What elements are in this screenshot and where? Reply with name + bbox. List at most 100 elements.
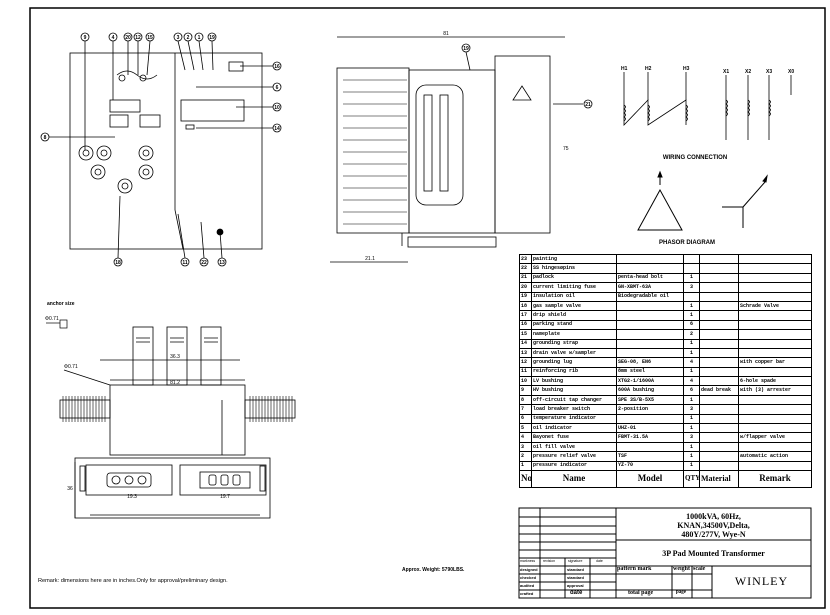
bom-cell-no: 6 bbox=[519, 413, 532, 425]
bom-cell-model bbox=[616, 338, 684, 349]
bom-cell-material bbox=[699, 394, 739, 406]
bom-cell-model: UHZ-01 bbox=[616, 423, 684, 434]
bom-cell-no: 5 bbox=[519, 423, 532, 434]
lv-terminal-x2: X2 bbox=[745, 69, 751, 75]
bom-cell-qty bbox=[683, 263, 700, 274]
balloon-20: 20 bbox=[125, 35, 131, 41]
balloon-1: 1 bbox=[198, 35, 201, 41]
role-crafted: crafted bbox=[520, 591, 534, 596]
bom-cell-remark bbox=[738, 404, 812, 415]
bom-cell-qty: 1 bbox=[683, 366, 700, 378]
bom-cell-model bbox=[616, 253, 684, 265]
bom-cell-material bbox=[699, 460, 739, 472]
bom-cell-remark bbox=[738, 338, 812, 349]
bom-cell-qty: 2 bbox=[683, 329, 700, 340]
bom-cell-name: painting bbox=[531, 253, 617, 265]
bom-cell-name: pressure indicator bbox=[531, 460, 617, 472]
bom-cell-material bbox=[699, 347, 739, 359]
bom-cell-name: SS hingesøpins bbox=[531, 263, 617, 274]
bom-cell-no: 2 bbox=[519, 451, 532, 462]
bom-cell-no: 8 bbox=[519, 394, 532, 406]
bom-cell-no: 13 bbox=[519, 347, 532, 359]
bom-cell-name: temperature indicator bbox=[531, 413, 617, 425]
bom-cell-material bbox=[699, 376, 739, 387]
bom-cell-material bbox=[699, 329, 739, 340]
bom-cell-model: GN-XBMT-63A bbox=[616, 282, 684, 293]
bom-cell-remark bbox=[738, 366, 812, 378]
wiring-connection bbox=[623, 72, 792, 140]
bom-header-no: No. bbox=[519, 469, 532, 488]
bom-cell-model bbox=[616, 319, 684, 331]
balloon-2: 2 bbox=[187, 35, 190, 41]
scale-label: scale bbox=[693, 566, 706, 572]
bom-cell-no: 21 bbox=[519, 272, 532, 284]
bom-cell-name: drip shield bbox=[531, 310, 617, 321]
bom-cell-qty: 1 bbox=[683, 441, 700, 453]
bom-cell-material bbox=[699, 413, 739, 425]
bom-cell-no: 15 bbox=[519, 329, 532, 340]
wiring-connection-label: WIRING CONNECTION bbox=[663, 155, 727, 161]
bom-cell-model: SEG-08, EN6 bbox=[616, 357, 684, 368]
balloon-19-side: 19 bbox=[463, 46, 469, 52]
bom-cell-name: pressure relief valve bbox=[531, 451, 617, 462]
bom-cell-remark: with (3) arrester bbox=[738, 385, 812, 396]
bom-cell-remark bbox=[738, 460, 812, 472]
bom-cell-remark: with copper bar bbox=[738, 357, 812, 368]
top-view bbox=[59, 326, 296, 519]
bom-cell-no: 3 bbox=[519, 441, 532, 453]
dim-base-2: 19.7 bbox=[220, 494, 230, 500]
dim-side-width: 81 bbox=[443, 31, 449, 37]
lv-terminal-x0: X0 bbox=[788, 69, 794, 75]
balloon-22: 22 bbox=[201, 260, 207, 266]
bom-cell-model: 600A bushing bbox=[616, 385, 684, 396]
bom-cell-remark bbox=[738, 329, 812, 340]
bom-cell-no: 19 bbox=[519, 291, 532, 302]
spec-line-3: 480Y/277V, Wye-N bbox=[681, 530, 746, 539]
anchor-size-label: anchor size bbox=[47, 301, 75, 307]
bom-cell-qty: 3 bbox=[683, 432, 700, 443]
bom-cell-name: drain valve w/sampler bbox=[531, 347, 617, 359]
bom-cell-no: 22 bbox=[519, 263, 532, 274]
title-block-frame bbox=[518, 507, 812, 599]
bom-cell-material bbox=[699, 441, 739, 453]
bom-cell-no: 12 bbox=[519, 357, 532, 368]
bom-cell-material bbox=[699, 272, 739, 284]
bom-cell-name: grounding strap bbox=[531, 338, 617, 349]
bom-cell-model: Biodegradable oil bbox=[616, 291, 684, 302]
side-balloons bbox=[461, 43, 593, 109]
front-balloon-labels: 9 4 20 12 15 3 2 1 19 16 6 10 14 8 18 11… bbox=[44, 35, 280, 266]
bom-header-row: No. Name Model QTY Material Remark bbox=[519, 469, 812, 488]
bom-cell-model bbox=[616, 263, 684, 274]
balloon-13: 13 bbox=[219, 260, 225, 266]
bom-cell-remark: 6-hole spade bbox=[738, 376, 812, 387]
bom-cell-no: 16 bbox=[519, 319, 532, 331]
balloon-21: 21 bbox=[585, 102, 591, 108]
spec-line-1: 1000kVA, 60Hz, bbox=[686, 512, 741, 521]
bom-cell-name: padlock bbox=[531, 272, 617, 284]
bom-cell-model bbox=[616, 413, 684, 425]
approx-weight-note: Approx. Weight: 5790LBS. bbox=[402, 567, 465, 573]
bom-cell-material bbox=[699, 253, 739, 265]
bom-cell-no: 20 bbox=[519, 282, 532, 293]
bom-cell-model: FBMT-31.5A bbox=[616, 432, 684, 443]
bom-cell-material bbox=[699, 366, 739, 378]
bom-cell-name: parking stand bbox=[531, 319, 617, 331]
bom-cell-model: XTG2-1/1600A bbox=[616, 376, 684, 387]
dim-base-1: 19.3 bbox=[127, 494, 137, 500]
balloon-9: 9 bbox=[84, 35, 87, 41]
bom-cell-material bbox=[699, 282, 739, 293]
bom-cell-no: 1 bbox=[519, 460, 532, 472]
remark-note: Remark: dimensions here are in inches.On… bbox=[38, 578, 228, 584]
total-page-label: total page bbox=[628, 590, 654, 596]
